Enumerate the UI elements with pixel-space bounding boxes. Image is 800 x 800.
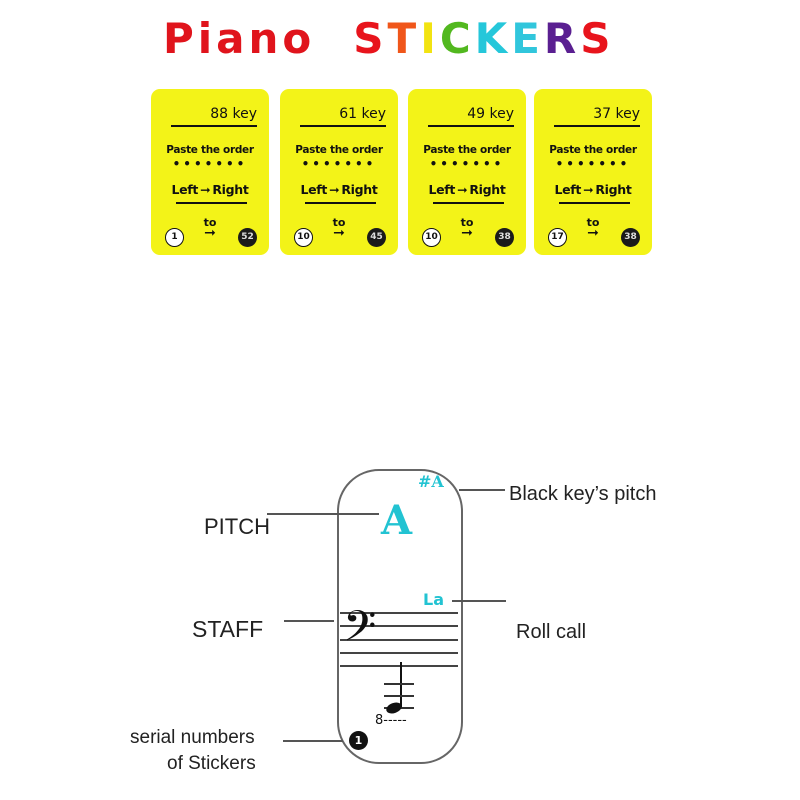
to-text: to bbox=[203, 216, 217, 229]
pitch-letter: A bbox=[381, 497, 413, 544]
sticker-outline bbox=[337, 469, 463, 764]
arrow-right-icon: ➞ bbox=[329, 182, 340, 197]
black-key-label: Black key’s pitch bbox=[509, 483, 657, 505]
black-key-leader-line bbox=[459, 489, 505, 491]
arrow-right-icon: ➞ bbox=[461, 225, 473, 241]
right-text: Right bbox=[212, 182, 249, 197]
note-icon bbox=[384, 662, 414, 714]
staff-line bbox=[340, 665, 458, 667]
dots: ••••••• bbox=[301, 157, 377, 171]
left-text: Left bbox=[171, 182, 199, 197]
to-number-badge: 52 bbox=[238, 228, 257, 247]
title-letter: E bbox=[511, 14, 544, 63]
from-number-badge: 1 bbox=[165, 228, 184, 247]
divider bbox=[176, 202, 247, 204]
key-count: 49 key bbox=[467, 106, 514, 122]
divider bbox=[171, 125, 257, 127]
left-text: Left bbox=[554, 182, 582, 197]
to-number-badge: 45 bbox=[367, 228, 386, 247]
title-letter: K bbox=[474, 14, 512, 63]
dots: ••••••• bbox=[172, 157, 248, 171]
staff-line bbox=[340, 639, 458, 641]
title-stickers: STICKERS bbox=[353, 14, 614, 63]
arrow-right-icon: ➞ bbox=[587, 225, 599, 241]
staff-line bbox=[340, 652, 458, 654]
ottava-marking: 8----- bbox=[375, 713, 407, 728]
arrow-right-icon: ➞ bbox=[200, 182, 211, 197]
to-text: to bbox=[586, 216, 600, 229]
serial-label-line2: of Stickers bbox=[167, 753, 256, 774]
from-number-badge: 10 bbox=[294, 228, 313, 247]
roll-call-leader-line bbox=[452, 600, 506, 602]
direction: Left➞Right bbox=[408, 182, 526, 197]
staff-line bbox=[340, 625, 458, 627]
divider bbox=[305, 202, 376, 204]
title-letter: S bbox=[580, 14, 615, 63]
staff-label: STAFF bbox=[192, 616, 264, 642]
divider bbox=[300, 125, 386, 127]
to-text: to bbox=[332, 216, 346, 229]
bass-clef-icon: 𝄢 bbox=[343, 602, 377, 662]
roll-call-label: Roll call bbox=[516, 621, 587, 643]
black-key-pitch: #A bbox=[418, 472, 444, 491]
paste-order-text: Paste the order bbox=[295, 144, 383, 156]
from-number-badge: 10 bbox=[422, 228, 441, 247]
divider bbox=[428, 125, 514, 127]
divider bbox=[433, 202, 504, 204]
roll-call-text: La bbox=[423, 590, 444, 609]
staff-line bbox=[340, 612, 458, 614]
arrow-right-icon: ➞ bbox=[204, 225, 216, 241]
arrow-right-icon: ➞ bbox=[457, 182, 468, 197]
dots: ••••••• bbox=[555, 157, 631, 171]
key-count: 37 key bbox=[593, 106, 640, 122]
right-text: Right bbox=[595, 182, 632, 197]
key-count: 61 key bbox=[339, 106, 386, 122]
to-number-badge: 38 bbox=[621, 228, 640, 247]
serial-label-line1: serial numbers bbox=[130, 727, 255, 748]
paste-order-text: Paste the order bbox=[166, 144, 254, 156]
arrow-right-icon: ➞ bbox=[333, 225, 345, 241]
left-text: Left bbox=[428, 182, 456, 197]
right-text: Right bbox=[341, 182, 378, 197]
direction: Left➞Right bbox=[280, 182, 398, 197]
dots: ••••••• bbox=[429, 157, 505, 171]
pitch-label: PITCH bbox=[204, 514, 270, 539]
to-number-badge: 38 bbox=[495, 228, 514, 247]
title-letter: I bbox=[420, 14, 440, 63]
arrow-right-icon: ➞ bbox=[583, 182, 594, 197]
title-letter: S bbox=[353, 14, 388, 63]
serial-leader-line bbox=[283, 740, 343, 742]
from-number-badge: 17 bbox=[548, 228, 567, 247]
title-piano: Piano bbox=[163, 14, 316, 63]
divider bbox=[559, 202, 630, 204]
direction: Left➞Right bbox=[151, 182, 269, 197]
title-letter: T bbox=[387, 14, 421, 63]
divider bbox=[554, 125, 640, 127]
title-letter: C bbox=[439, 14, 475, 63]
pitch-leader-line bbox=[267, 513, 379, 515]
left-text: Left bbox=[300, 182, 328, 197]
to-text: to bbox=[460, 216, 474, 229]
title-letter: R bbox=[543, 14, 581, 63]
staff-leader-line bbox=[284, 620, 334, 622]
serial-number-badge: 1 bbox=[349, 731, 368, 750]
key-count: 88 key bbox=[210, 106, 257, 122]
direction: Left➞Right bbox=[534, 182, 652, 197]
paste-order-text: Paste the order bbox=[423, 144, 511, 156]
right-text: Right bbox=[469, 182, 506, 197]
paste-order-text: Paste the order bbox=[549, 144, 637, 156]
